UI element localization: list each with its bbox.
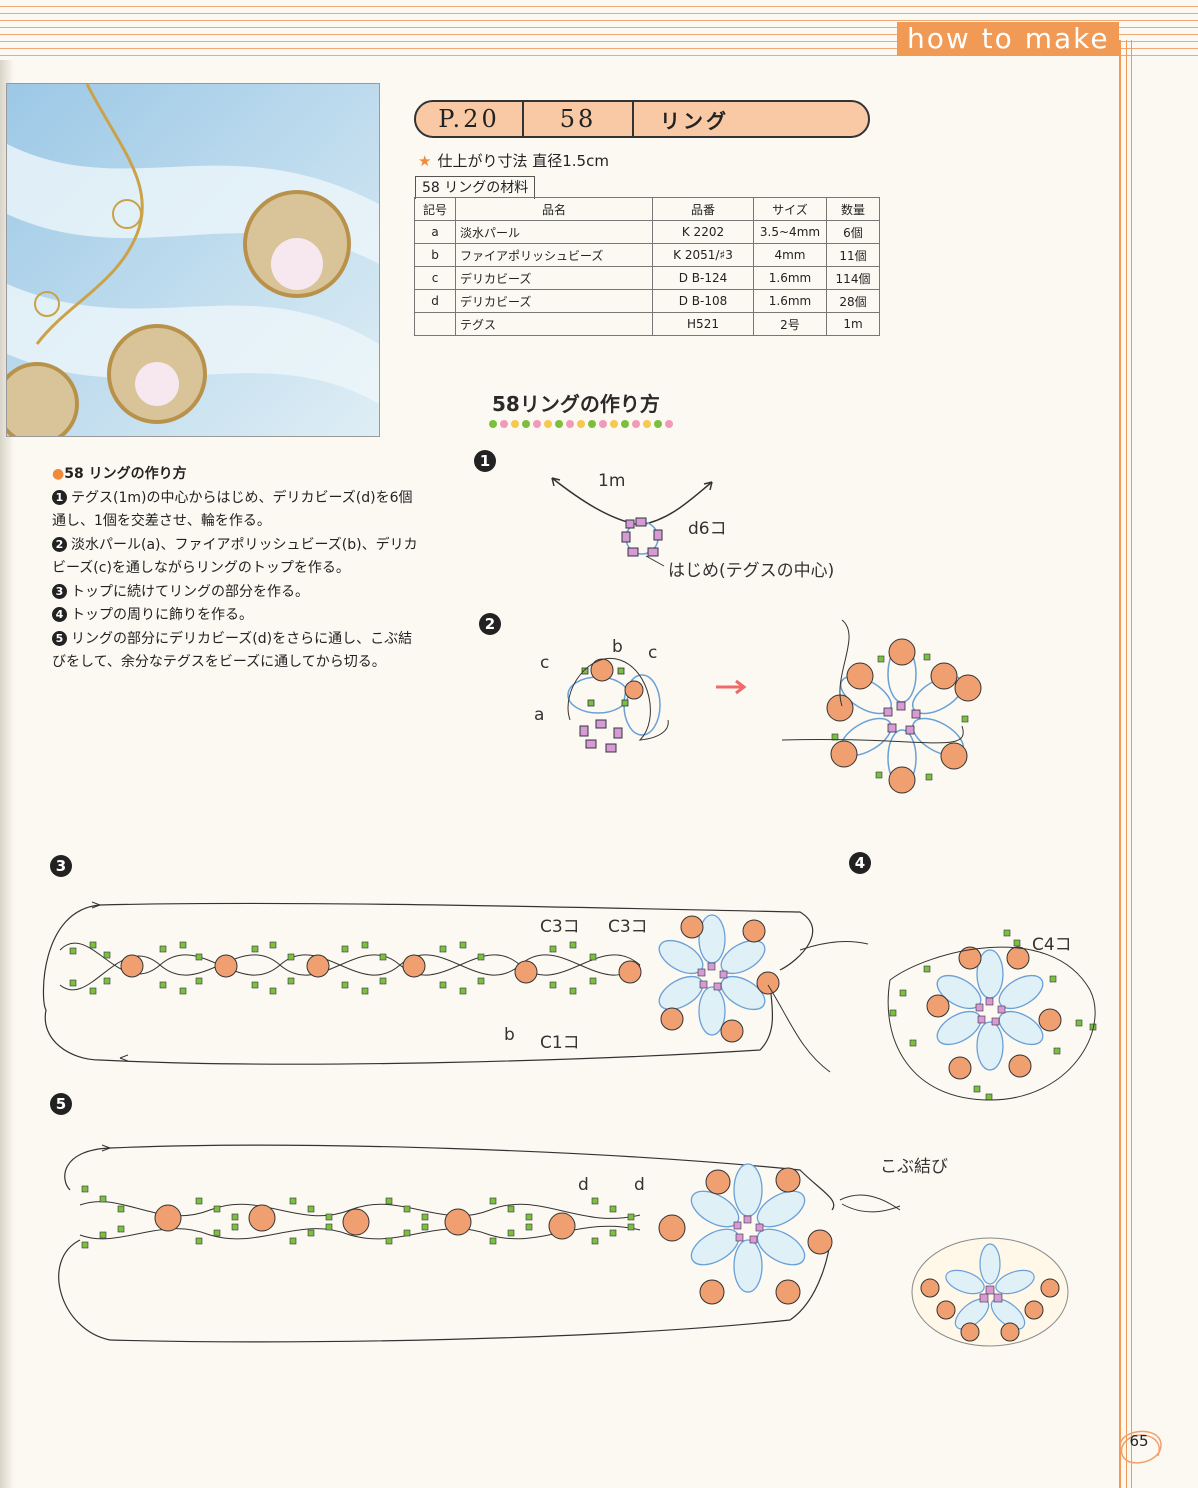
- diagram-label: a: [534, 705, 544, 725]
- section-label: how to make: [897, 22, 1119, 56]
- step-badge: 4: [52, 607, 67, 622]
- table-cell: K 2051/♯3: [652, 243, 754, 267]
- diagram-step-5: d d こぶ結び: [58, 1144, 948, 1343]
- table-row: d デリカビーズ D B-108 1.6mm 28個: [414, 289, 880, 313]
- finish-size-text: 仕上がり寸法 直径1.5cm: [437, 152, 609, 170]
- diagram-label: C3コ: [608, 917, 648, 937]
- step-badge: 2: [52, 536, 67, 552]
- product-photo: [6, 83, 380, 437]
- instructions-heading: ●58 リングの作り方: [52, 463, 422, 487]
- diagram-label: d: [578, 1175, 589, 1195]
- diagram-label: c: [648, 643, 657, 663]
- project-number: 58: [524, 102, 634, 136]
- step-badge: 1: [52, 489, 67, 505]
- table-cell: 淡水パール: [455, 220, 653, 244]
- diagram-label: d: [634, 1175, 645, 1195]
- page-number-swirl: [1119, 1430, 1162, 1464]
- table-row: c デリカビーズ D B-124 1.6mm 114個: [414, 266, 880, 290]
- diagram-label: C4コ: [1032, 935, 1072, 955]
- bullet-icon: ●: [52, 466, 65, 482]
- table-cell: D B-108: [652, 289, 754, 313]
- step-text: トップの周りに飾りを作る。: [71, 607, 253, 623]
- table-row: a 淡水パール K 2202 3.5~4mm 6個: [414, 220, 880, 244]
- diagram-label: c: [540, 653, 549, 673]
- decorative-dots: [489, 420, 673, 428]
- margin-line: [1119, 40, 1121, 1488]
- table-row: b ファイアポリッシュビーズ K 2051/♯3 4mm 11個: [414, 243, 880, 267]
- step-text: 淡水パール(a)、ファイアポリッシュビーズ(b)、デリカビーズ(c)を通しながら…: [52, 536, 418, 577]
- column-header: 記号: [414, 197, 456, 221]
- finish-size: ★ 仕上がり寸法 直径1.5cm: [418, 150, 609, 171]
- table-cell: 6個: [826, 220, 880, 244]
- table-cell: 1m: [826, 312, 880, 336]
- table-cell: a: [414, 220, 456, 244]
- diagram-label: 1m: [598, 471, 625, 491]
- table-cell: テグス: [455, 312, 653, 336]
- step-text: トップに続けてリングの部分を作る。: [71, 583, 309, 600]
- diagram-label: d6コ: [688, 519, 727, 539]
- margin-line: [1126, 40, 1127, 1488]
- diagram-label: b: [504, 1025, 515, 1045]
- diagram-label: b: [612, 637, 623, 657]
- table-cell: デリカビーズ: [455, 266, 653, 290]
- arrow-icon: [716, 679, 747, 695]
- column-header: サイズ: [753, 197, 827, 221]
- diagram-step-badge: 1: [474, 450, 496, 472]
- materials-title: 58 リングの材料: [415, 176, 536, 199]
- diagram-step-badge: 4: [849, 852, 871, 874]
- table-row: テグス H521 2号 1m: [414, 312, 880, 336]
- table-cell: 2号: [753, 312, 827, 336]
- finished-ring-sketch: [911, 1237, 1069, 1347]
- project-title-bar: P.20 58 リング: [414, 100, 870, 138]
- table-cell: デリカビーズ: [455, 289, 653, 313]
- diagram-label: はじめ(テグスの中心): [668, 561, 834, 581]
- diagram-step-1: 1m d6コ はじめ(テグスの中心): [551, 471, 834, 581]
- star-icon: ★: [418, 152, 432, 170]
- page-ref: P.20: [416, 102, 524, 136]
- table-cell: [414, 312, 456, 336]
- column-header: 数量: [826, 197, 880, 221]
- page-number: 65: [1129, 1432, 1149, 1450]
- diagram-label: C1コ: [540, 1033, 580, 1053]
- table-header-row: 記号 品名 品番 サイズ 数量: [414, 197, 880, 221]
- instructions-title: 58 リングの作り方: [64, 466, 187, 482]
- diagram-step-2-top: [781, 619, 982, 794]
- margin-line: [1131, 40, 1132, 1488]
- column-header: 品名: [455, 197, 653, 221]
- table-cell: 11個: [826, 243, 880, 267]
- instruction-step: 4 トップの周りに飾りを作る。: [52, 604, 422, 628]
- step-badge: 3: [52, 583, 67, 599]
- step-text: テグス(1m)の中心からはじめ、デリカビーズ(d)を6個通し、1個を交差させ、輪…: [52, 489, 413, 530]
- diagram-step-badge: 5: [50, 1093, 72, 1115]
- diagram-label: こぶ結び: [880, 1157, 948, 1177]
- diagram-step-4: C4コ: [887, 929, 1097, 1101]
- diagram-step-2-start: b c c a: [534, 637, 669, 753]
- project-name: リング: [660, 108, 729, 133]
- diagram-step-3: C3コ C3コ b C1コ: [42, 901, 869, 1073]
- step-badge: 5: [52, 630, 67, 646]
- step-text: リングの部分にデリカビーズ(d)をさらに通し、こぶ結びをして、余分なテグスをビー…: [52, 630, 413, 671]
- diagram-step-badge: 3: [50, 855, 72, 877]
- table-cell: 3.5~4mm: [753, 220, 827, 244]
- howto-heading: 58リングの作り方: [492, 392, 660, 416]
- diagram-step-badge: 2: [479, 613, 501, 635]
- table-cell: ファイアポリッシュビーズ: [455, 243, 653, 267]
- table-cell: 1.6mm: [753, 266, 827, 290]
- materials-table: 記号 品名 品番 サイズ 数量 a 淡水パール K 2202 3.5~4mm 6…: [414, 197, 880, 336]
- diagram-label: C3コ: [540, 917, 580, 937]
